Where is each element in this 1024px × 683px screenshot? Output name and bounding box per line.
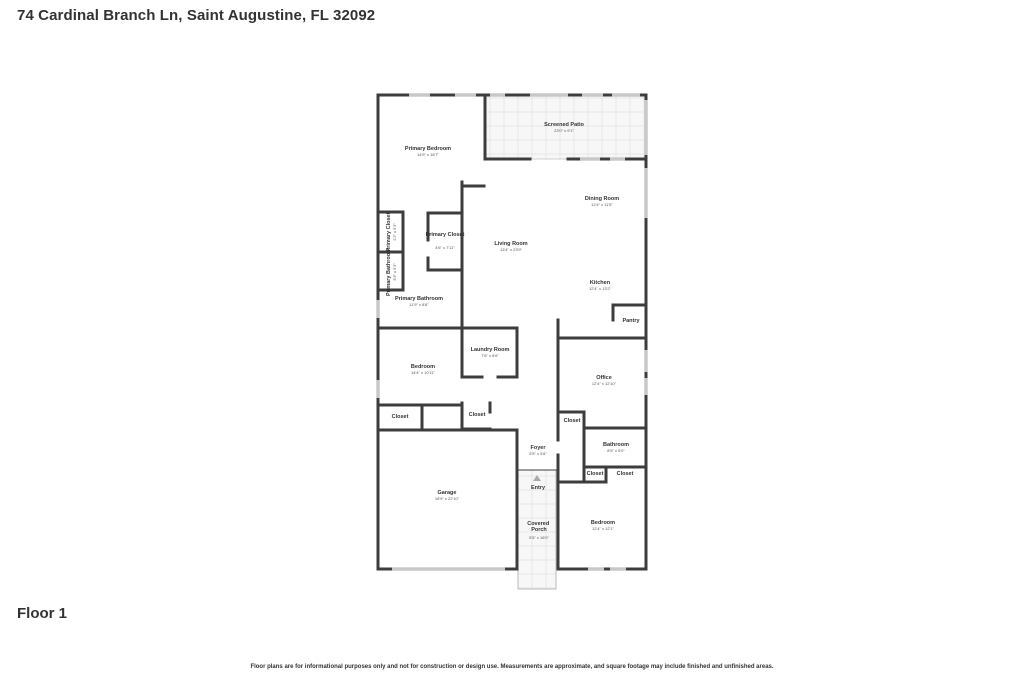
primary-bedroom-label: Primary Bedroom	[405, 146, 451, 152]
exterior-walls	[376, 93, 648, 571]
dining-room-dims: 12'4" x 11'5"	[591, 202, 613, 207]
primary-bedroom-dims: 14'9" x 16'7"	[417, 152, 440, 157]
bathroom-dims: 8'5" x 5'0"	[607, 448, 625, 453]
primary-bathroom-dims: 11'9" x 8'8"	[409, 302, 429, 307]
primary-bathroom-small-label: Primary Bathroom	[386, 248, 392, 296]
bedroom-east-label: Bedroom	[591, 520, 615, 526]
living-room-label: Living Room	[494, 241, 527, 247]
closet-mid-label: Closet	[469, 412, 486, 418]
primary-bathroom-small-group: Primary Bathroom 3'3" x 5'3"	[386, 248, 397, 296]
garage-label: Garage	[438, 490, 457, 496]
bathroom-label: Bathroom	[603, 442, 629, 448]
property-address: 74 Cardinal Branch Ln, Saint Augustine, …	[17, 7, 376, 24]
room-labels: Screened Patio 23'0" x 9'1" Primary Bedr…	[386, 122, 640, 540]
office-dims: 12'4" x 12'10"	[592, 381, 617, 386]
floor-label: Floor 1	[17, 605, 68, 622]
windows	[376, 93, 648, 571]
disclaimer: Floor plans are for informational purpos…	[250, 664, 774, 670]
bedroom-east-dims: 12'4" x 12'1"	[592, 526, 615, 531]
primary-closet-small-group: Primary Closet 2'2" x 5'3"	[386, 212, 397, 251]
closet-west-label: Closet	[392, 414, 409, 420]
kitchen-dims: 12'4" x 13'2"	[589, 286, 612, 291]
bedroom-west-label: Bedroom	[411, 364, 435, 370]
foyer-label: Foyer	[531, 445, 547, 451]
foyer-dims: 5'5" x 5'8"	[529, 451, 547, 456]
primary-closet-small-dims: 2'2" x 5'3"	[392, 223, 397, 241]
entry-label: Entry	[531, 485, 546, 491]
pantry-label: Pantry	[622, 318, 640, 324]
primary-closet-label: Primary Closet	[426, 232, 465, 238]
closet-east-label: Closet	[564, 418, 581, 424]
covered-porch-label-line1: Covered	[527, 521, 549, 527]
closet-se2-label: Closet	[617, 471, 634, 477]
living-room-dims: 13'4" x 23'9"	[500, 247, 523, 252]
primary-closet-small-label: Primary Closet	[386, 212, 392, 251]
screened-patio-dims: 23'0" x 9'1"	[554, 128, 574, 133]
primary-bathroom-small-dims: 3'3" x 5'3"	[392, 263, 397, 281]
bedroom-west-dims: 14'4" x 10'11"	[411, 370, 435, 375]
laundry-room-dims: 7'8" x 8'6"	[481, 353, 499, 358]
covered-porch-dims: 5'5" x 16'0"	[529, 535, 549, 540]
entry-arrow-icon	[533, 475, 541, 481]
covered-porch-label: Covered Porch	[527, 521, 551, 533]
garage-dims: 18'9" x 22'10"	[435, 496, 460, 501]
office-label: Office	[596, 375, 612, 381]
primary-closet-dims: 4'6" x 7'11"	[435, 245, 455, 250]
closet-se1-label: Closet	[587, 471, 604, 477]
screened-patio-label: Screened Patio	[544, 122, 584, 128]
laundry-room-label: Laundry Room	[471, 347, 510, 353]
covered-porch-area	[517, 469, 557, 590]
dining-room-label: Dining Room	[585, 196, 619, 202]
covered-porch-label-line2: Porch	[531, 527, 547, 533]
kitchen-label: Kitchen	[590, 280, 611, 286]
door-lines	[377, 188, 558, 471]
primary-bathroom-label: Primary Bathroom	[395, 296, 443, 302]
